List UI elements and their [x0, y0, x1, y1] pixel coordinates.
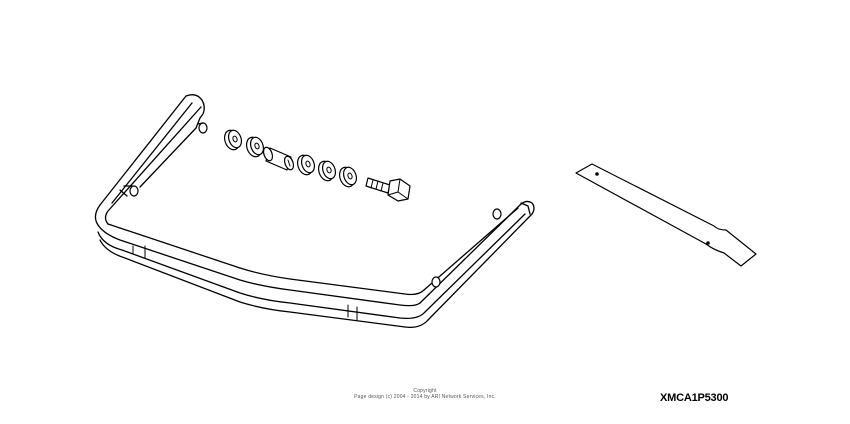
frame-part [94, 94, 535, 328]
strap-bracket [575, 163, 757, 267]
washer-3 [296, 154, 316, 176]
washer-1 [223, 129, 243, 151]
hex-bolt [365, 177, 411, 202]
washer-4 [317, 160, 337, 182]
washer-5 [338, 166, 358, 188]
washer-2 [245, 136, 265, 158]
part-number-label: XMCA1P5300 [660, 392, 729, 404]
copyright-line-1: Copyright [413, 388, 437, 394]
copyright-notice: Copyright Page design (c) 2004 - 2014 by… [300, 388, 550, 400]
spacer [262, 146, 295, 171]
copyright-line-2: Page design (c) 2004 - 2014 by ARI Netwo… [354, 394, 496, 400]
